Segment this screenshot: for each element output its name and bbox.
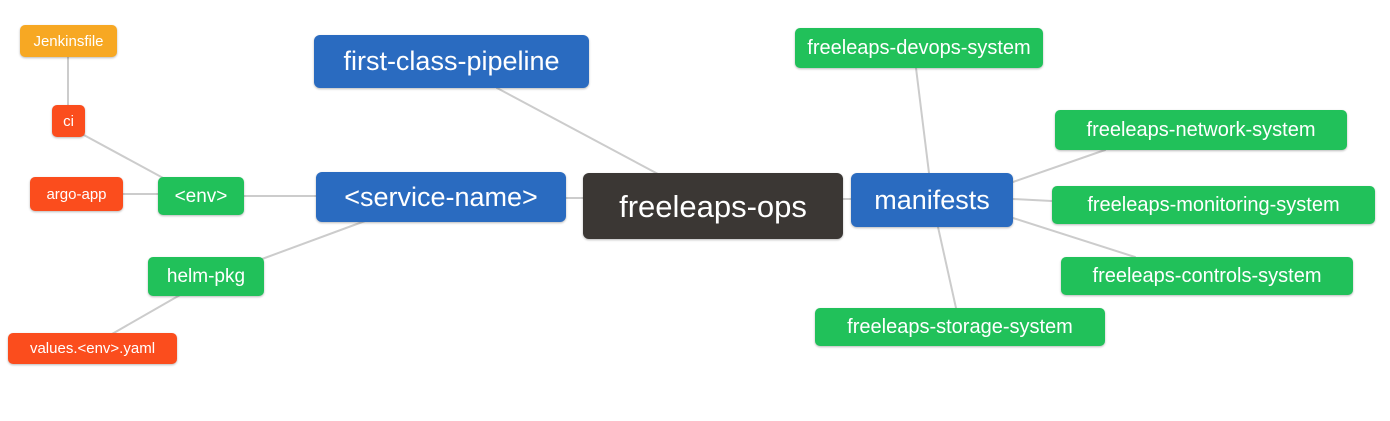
node-freeleaps-devops-system[interactable]: freeleaps-devops-system [795, 28, 1043, 68]
node-helm-pkg[interactable]: helm-pkg [148, 257, 264, 296]
edge-values-helmpkg [111, 294, 181, 335]
node-manifests[interactable]: manifests [851, 173, 1013, 227]
edge-manifests-storage [937, 226, 957, 309]
node-freeleaps-storage-system[interactable]: freeleaps-storage-system [815, 308, 1105, 346]
edge-manifests-network [1012, 149, 1106, 183]
edge-manifests-controls [1012, 217, 1136, 258]
node-freeleaps-network-system[interactable]: freeleaps-network-system [1055, 110, 1347, 150]
node-service-name[interactable]: <service-name> [316, 172, 566, 222]
node-argo-app[interactable]: argo-app [30, 177, 123, 211]
edge-manifests-monitoring [1012, 198, 1053, 202]
node-jenkinsfile[interactable]: Jenkinsfile [20, 25, 117, 57]
node-env[interactable]: <env> [158, 177, 244, 215]
node-freeleaps-controls-system[interactable]: freeleaps-controls-system [1061, 257, 1353, 295]
edge-fcp-root [496, 87, 659, 175]
edge-manifests-devops [915, 67, 930, 174]
node-ci[interactable]: ci [52, 105, 85, 137]
node-values-env-yaml[interactable]: values.<env>.yaml [8, 333, 177, 364]
edge-ci-env [81, 133, 166, 180]
node-freeleaps-monitoring-system[interactable]: freeleaps-monitoring-system [1052, 186, 1375, 224]
edge-helmpkg-servicename [261, 220, 366, 260]
node-freeleaps-ops-root[interactable]: freeleaps-ops [583, 173, 843, 239]
node-first-class-pipeline[interactable]: first-class-pipeline [314, 35, 589, 88]
